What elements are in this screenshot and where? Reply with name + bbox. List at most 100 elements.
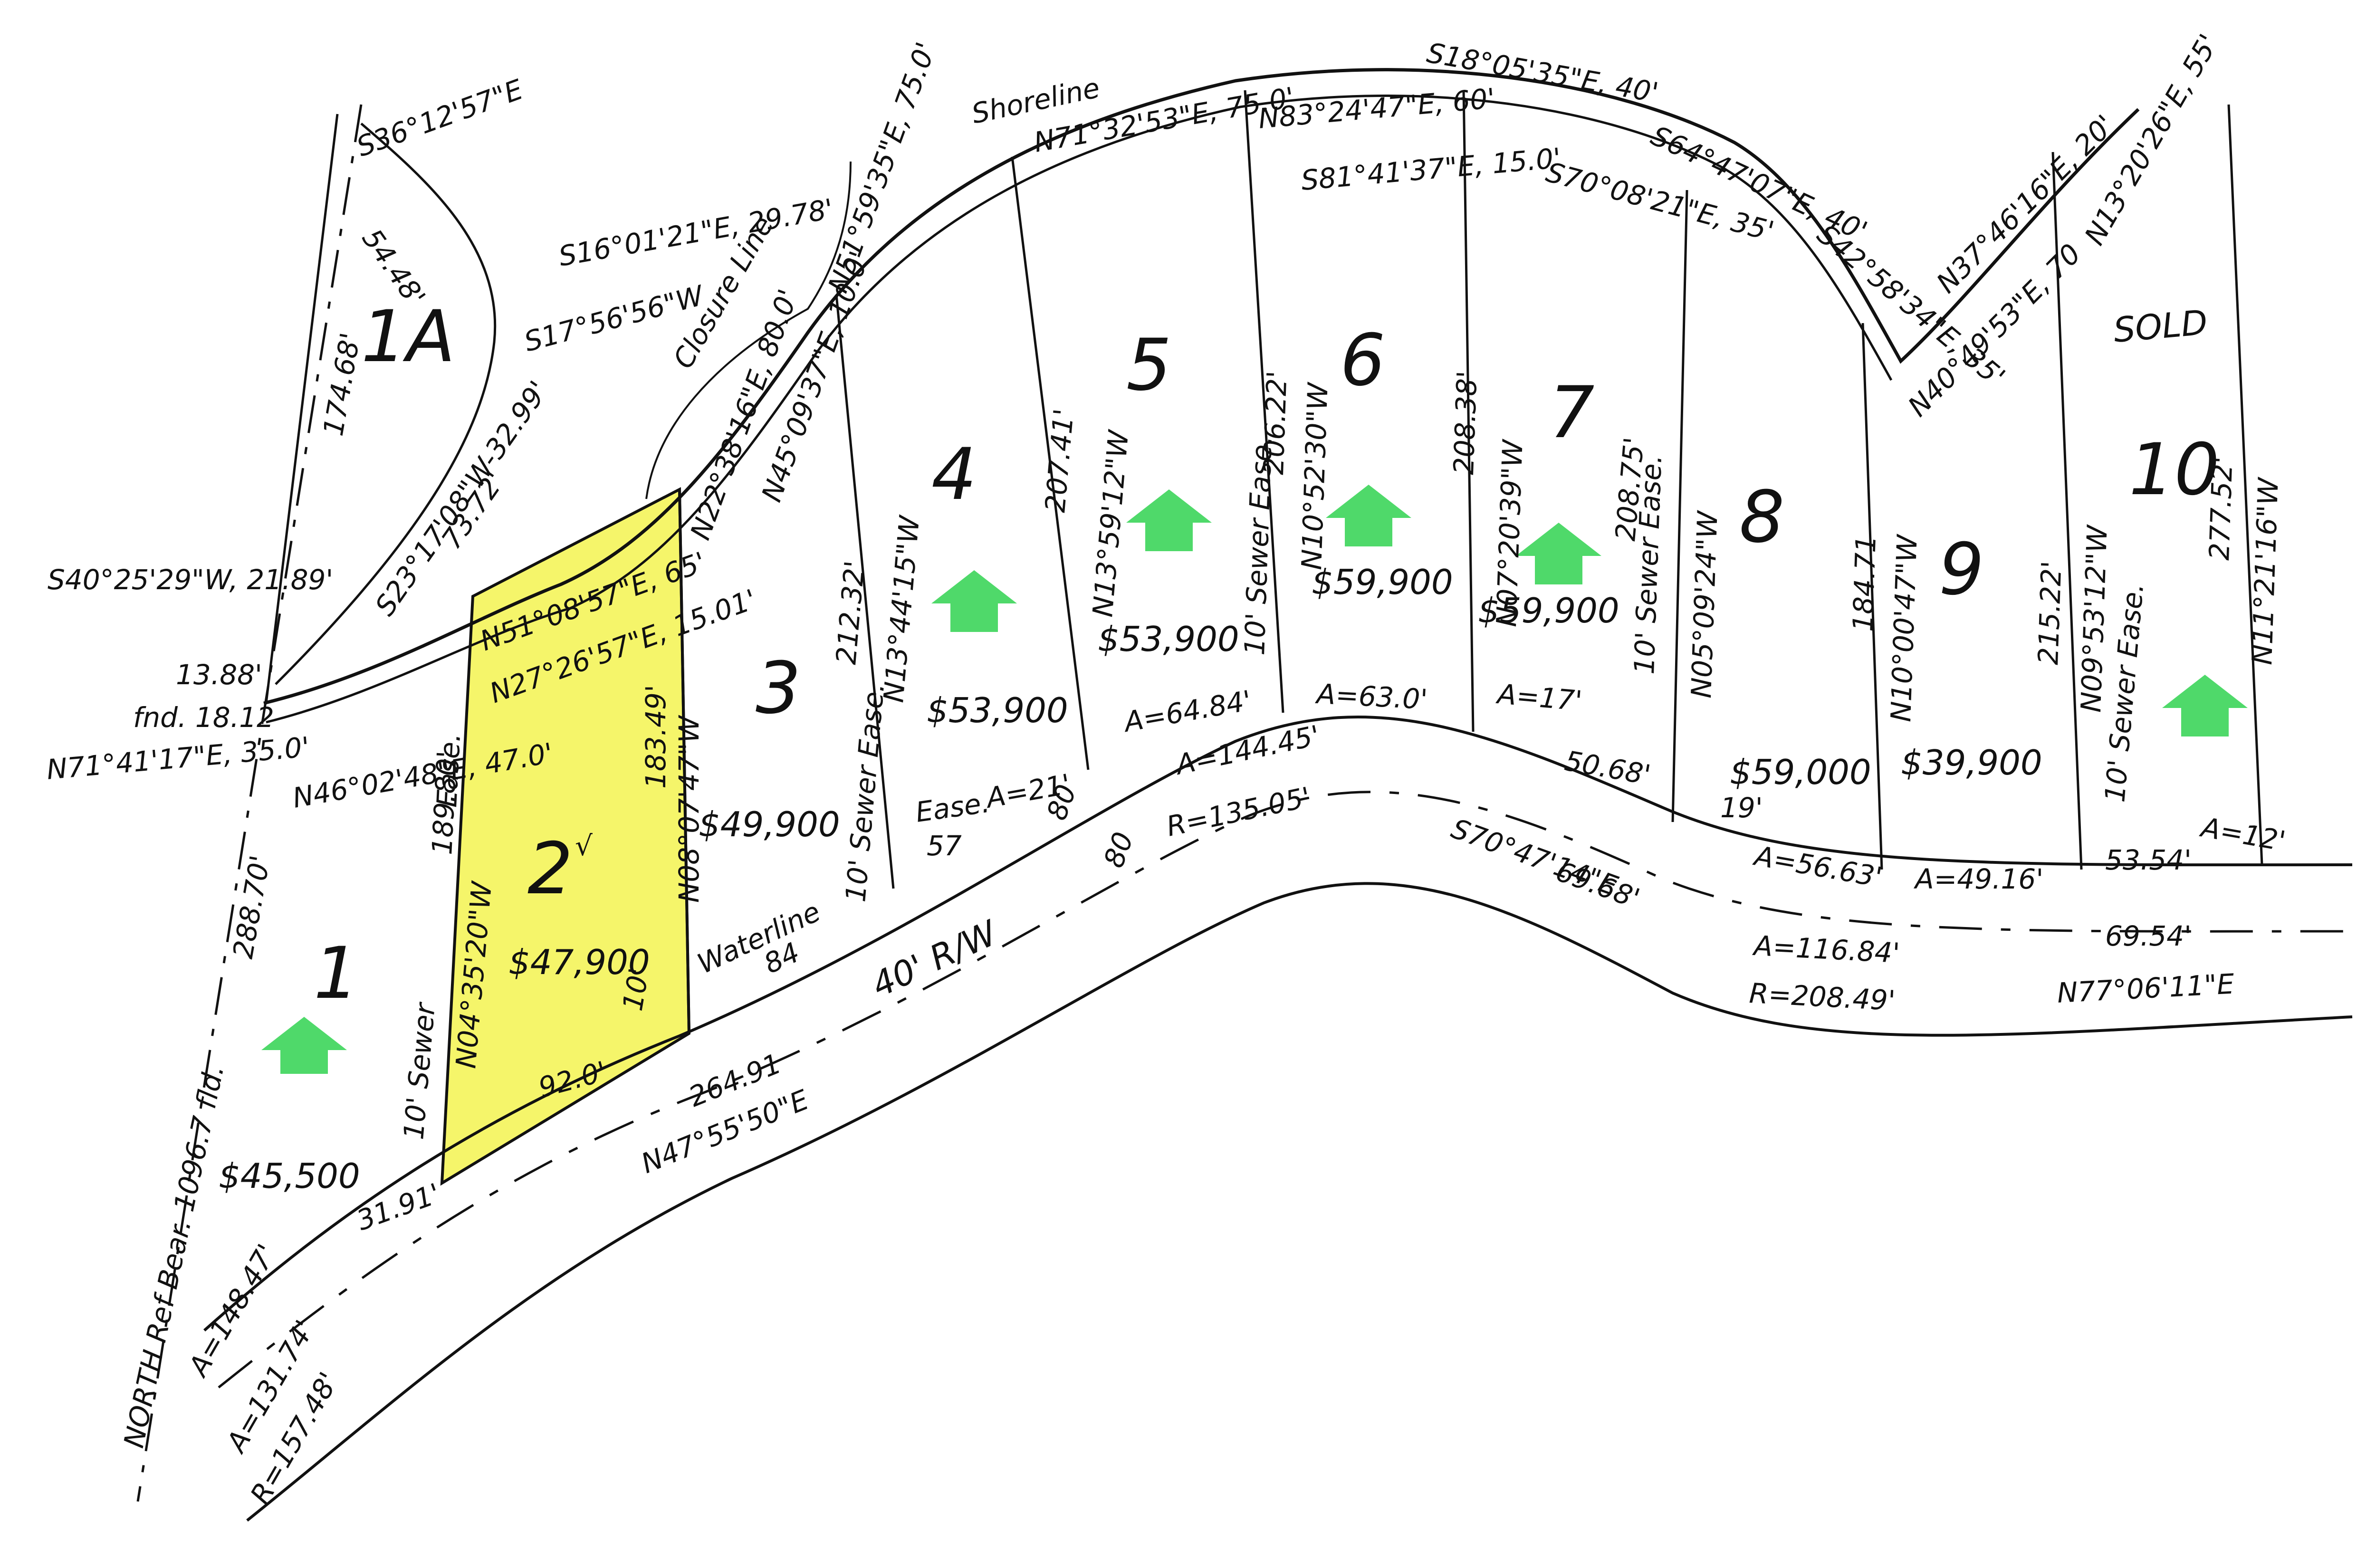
- bearing-b40: N10°00'47"W: [1885, 533, 1924, 723]
- shoreline-line: [263, 68, 2140, 705]
- price-lot-9: $39,900: [1901, 743, 2042, 783]
- bearing-b46: 277.52': [2203, 456, 2239, 561]
- bearing-b22: N13°44'15"W: [877, 513, 926, 704]
- bearing-b34: N07°20'39"W: [1490, 438, 1529, 628]
- waterline-label: Waterline: [692, 895, 825, 980]
- price-lot-7: $59,900: [1478, 591, 1619, 631]
- price-lot-3: $49,900: [699, 804, 840, 844]
- bearing-b51: A=17': [1495, 678, 1583, 717]
- lot-1a-east-curve: [275, 123, 497, 685]
- bearing-b70: 31.91': [353, 1177, 445, 1237]
- lot-line-9-10: [2051, 152, 2083, 870]
- bearing-b8: S40°25'29"W, 21.89': [48, 564, 333, 596]
- sewer-ease-lot-5: 10' Sewer Ease.: [1238, 435, 1278, 656]
- arrow-lot-7[interactable]: [1516, 523, 1601, 584]
- lot-line-6-7: [1462, 90, 1475, 732]
- sewer-ease-lot-7: 10' Sewer Ease.: [1628, 454, 1668, 675]
- bearing-b56: 53.54': [2105, 844, 2192, 876]
- ease-lot-2: Ease.: [431, 732, 467, 808]
- ease-lot-4: Ease.: [913, 786, 991, 829]
- bearing-b26: N13°59'12"W: [1086, 428, 1135, 618]
- bearing-b18: 183.49': [640, 685, 672, 789]
- bearing-b23: 212.32': [830, 559, 871, 666]
- bearing-b16: 189.80': [426, 750, 463, 856]
- price-lot-2: $47,900: [508, 942, 650, 982]
- arrow-lot-5[interactable]: [1126, 489, 1212, 551]
- bearing-b29: N10°52'30"W: [1295, 381, 1334, 571]
- north-ref-line: [136, 104, 363, 1502]
- price-lot-6: $59,900: [1312, 562, 1453, 602]
- lot-label-1: 1: [314, 932, 359, 1015]
- bearing-b30: 206.22': [1257, 370, 1293, 475]
- bearing-b1: S36°12'57"E: [353, 73, 527, 163]
- lot-line-8-9: [1861, 323, 1883, 870]
- lot-line-2-3: [678, 489, 690, 1034]
- bearing-b62: A=116.84': [1751, 929, 1900, 969]
- lot-label-5: 5: [1126, 324, 1171, 407]
- bearing-b71: 288.70': [227, 853, 277, 961]
- arrow-lot-1[interactable]: [261, 1017, 347, 1074]
- closure-line: [645, 161, 852, 499]
- bearing-b54: 19': [1720, 792, 1763, 824]
- lot-line-3-4: [835, 294, 895, 889]
- lot-line-4-5: [1011, 156, 1090, 770]
- lot-label-10: 10: [2129, 429, 2220, 511]
- lot-label-6: 6: [1340, 319, 1385, 402]
- shoreline-inner-line: [266, 95, 1893, 724]
- sold-label: SOLD: [2112, 302, 2209, 350]
- bearing-b50: A=63.0': [1314, 678, 1428, 716]
- price-lot-5: $53,900: [1098, 619, 1239, 659]
- lot-label-7: 7: [1549, 372, 1594, 454]
- arrow-lot-4[interactable]: [931, 570, 1017, 632]
- lot-line-7-8: [1671, 190, 1688, 822]
- bearing-b28: S81°41'37"E, 15.0': [1300, 142, 1562, 197]
- bearing-b21: N51°59'35"E, 75.0': [822, 38, 942, 297]
- bearing-b41: N37°46'16"E, 20': [1930, 108, 2121, 299]
- bearing-b59: R=135.05': [1164, 781, 1313, 843]
- bearing-b27: N83°24'47"E, 60': [1257, 82, 1496, 135]
- bearing-b77: 80: [1097, 828, 1140, 872]
- bearing-b11: N71°41'17"E, 35.0': [45, 731, 311, 786]
- lot-1a-west-line: [265, 114, 339, 704]
- bearing-b37: N05°09'24"W: [1685, 509, 1724, 699]
- bearing-b55: A=49.16': [1913, 863, 2043, 895]
- lot-label-2: 2: [527, 828, 573, 910]
- bearing-b17: N08°07'47"W: [673, 715, 705, 903]
- lot-line-10-east: [2227, 104, 2263, 865]
- bearing-b69: 10': [616, 966, 656, 1013]
- bearing-b75: 57: [927, 830, 962, 862]
- bearing-b58: A=144.45': [1171, 719, 1323, 781]
- road-label: 40' R/W: [866, 912, 1005, 1005]
- bearing-b45: N09°53'12"W: [2075, 524, 2114, 713]
- price-lot-4: $53,900: [927, 690, 1068, 730]
- bearing-b52: 50.68': [1562, 745, 1653, 792]
- bearing-b49: A=64.84': [1120, 684, 1254, 739]
- arrow-lot-10[interactable]: [2162, 675, 2248, 736]
- bearing-b63: R=208.49': [1748, 977, 1896, 1017]
- lot-line-5-6: [1244, 90, 1284, 713]
- bearing-b33: 208.38': [1447, 370, 1484, 475]
- road-centerline: [218, 791, 2353, 1388]
- bearing-b9: 13.88': [176, 659, 262, 691]
- lot-label-4: 4: [931, 433, 977, 516]
- lot-label-1a: 1A: [361, 296, 455, 378]
- lot-label-3: 3: [756, 647, 801, 730]
- lot-line-1-2: [441, 596, 474, 1184]
- bearing-b44: 215.22': [2032, 560, 2068, 665]
- bearing-b47: N11°21'16"W: [2246, 476, 2285, 666]
- arrow-lot-6[interactable]: [1326, 485, 1411, 546]
- sewer-ease-lot-3: 10' Sewer Ease.: [839, 681, 891, 903]
- bearing-b64: 69.54': [2105, 920, 2192, 952]
- sewer-label-lot-1: 10' Sewer: [397, 1001, 441, 1141]
- check-lot-2: √: [575, 830, 593, 862]
- bearing-b5: 174.68': [317, 330, 367, 438]
- bearing-b10: fnd. 18.12: [133, 701, 274, 734]
- bearing-b57: A=12': [2197, 811, 2288, 858]
- road-north-edge: [203, 716, 2353, 1332]
- price-lot-8: $59,000: [1730, 752, 1871, 792]
- bearing-b3: S16°01'21"E, 29.78': [556, 192, 836, 273]
- price-lot-1: $45,500: [219, 1156, 360, 1196]
- bearing-b39: 184.71: [1847, 535, 1882, 632]
- bearing-b65: N77°06'11"E: [2056, 968, 2235, 1009]
